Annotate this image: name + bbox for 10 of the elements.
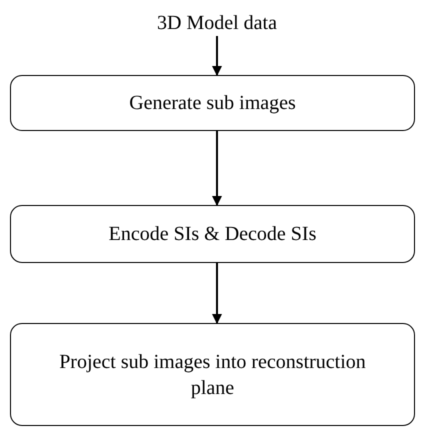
arrow [212, 131, 222, 206]
process-label: Encode SIs & Decode SIs [108, 222, 316, 247]
process-label: Generate sub images [129, 91, 296, 116]
process-box [10, 205, 415, 263]
process-label: Project sub images into reconstruction plane [58, 350, 367, 400]
process-box [10, 323, 415, 426]
arrow [212, 263, 222, 324]
input-label: 3D Model data [157, 11, 277, 36]
arrow [212, 36, 222, 76]
process-box [10, 75, 415, 131]
